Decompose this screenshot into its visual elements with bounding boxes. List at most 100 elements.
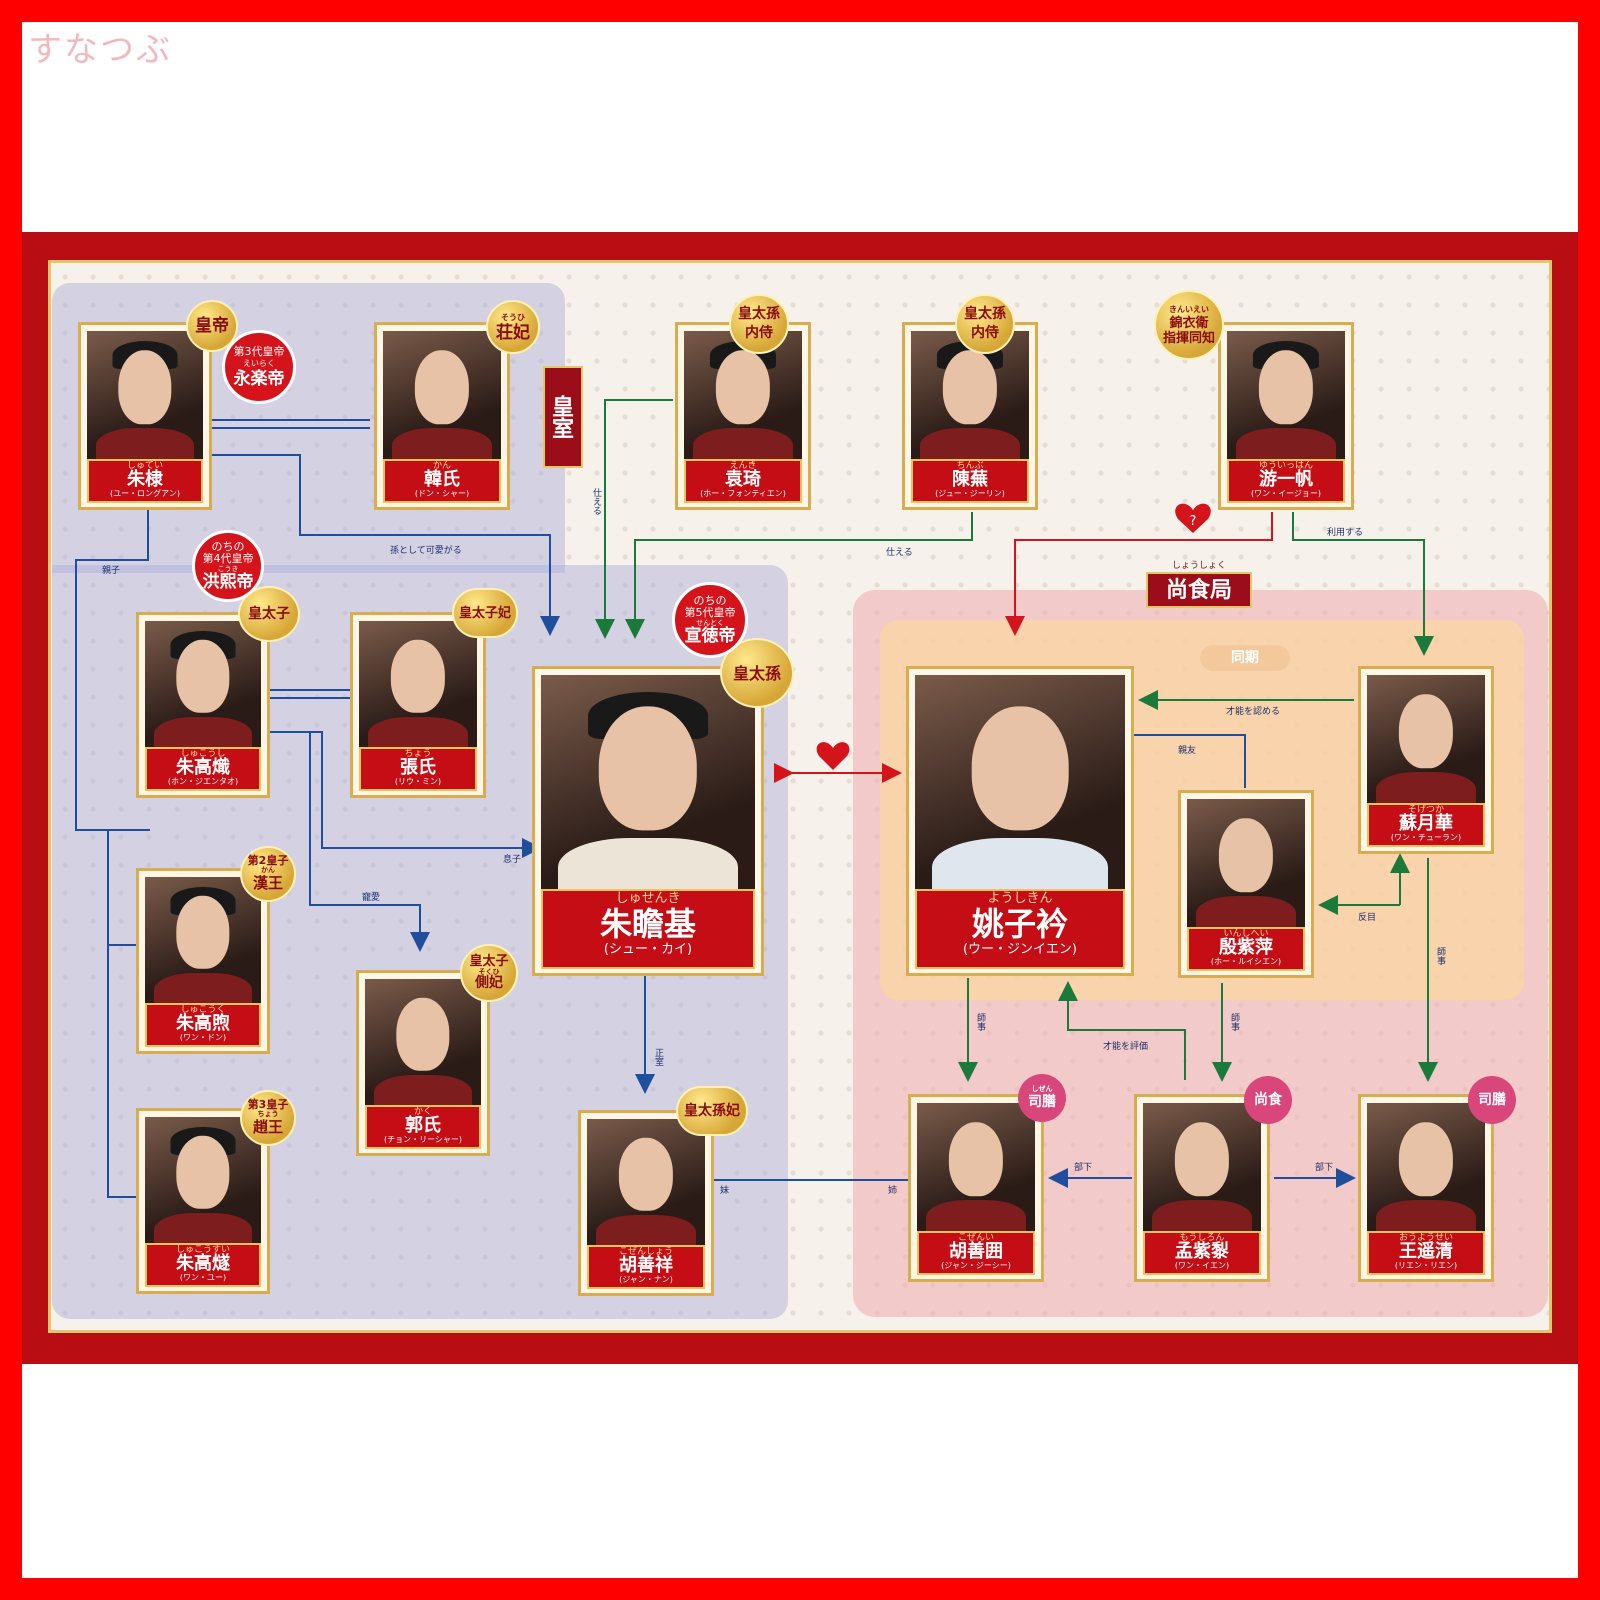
note-zhugaochi: のちの 第4代皇帝 こうき 洪熙帝 [192, 530, 264, 602]
label-shiji3: 師事 [1435, 947, 1445, 965]
imperial-section-tag: 皇室 [543, 366, 583, 468]
nameplate-zhugaoxu: しゅこうく 朱高煦 (ワン・ドン) [145, 1003, 261, 1047]
name-suyuehua: 蘇月華 [1399, 813, 1453, 834]
same-period-tag: 同期 [1200, 645, 1290, 671]
nameplate-zhangshi: ちょう 張氏 (リウ・ミン) [359, 747, 477, 791]
ruby-zhudi: しゅてい [126, 461, 163, 471]
card-zhugaochi: しゅこうし 朱高熾 (ホン・ジエンタオ) [136, 612, 270, 798]
label-shiji2: 師事 [1229, 1013, 1239, 1031]
card-suyuehua: そげつか 蘇月華 (ワン・チューラン) [1358, 666, 1494, 854]
label-tsukaeru2: 仕える [886, 548, 913, 558]
card-guoshi: かく 郭氏 (チョン・リーシャー) [356, 970, 490, 1156]
label-seishitsu: 正室 [653, 1048, 663, 1066]
nameplate-hushanwei: こぜんい 胡善囲 (ジャン・ジーシー) [917, 1231, 1035, 1275]
nameplate-chenwu: ちんぶ 陳蕪 (ジュー・ジーリン) [911, 459, 1029, 503]
name-zhugaochi: 朱高熾 [176, 757, 230, 778]
nameplate-zhudi: しゅてい 朱棣 (ユー・ロングアン) [87, 459, 203, 503]
heart-icon [816, 742, 850, 770]
label-oyako: 親子 [102, 566, 121, 576]
actor-zhudi: (ユー・ロングアン) [110, 489, 180, 498]
name-youyifan: 游一帆 [1259, 469, 1313, 490]
card-yinziping: いんしへい 殷紫萍 (ホー・ルイシエン) [1178, 790, 1314, 978]
question-heart-icon: ? [1175, 503, 1211, 533]
card-chenwu: ちんぶ 陳蕪 (ジュー・ジーリン) [902, 322, 1038, 510]
nameplate-guoshi: かく 郭氏 (チョン・リーシャー) [365, 1105, 481, 1149]
card-zhuzhanji: しゅせんき 朱瞻基 (シュー・カイ) [532, 666, 764, 976]
card-hanshi: かん 韓氏 (ドン・シャー) [374, 322, 510, 510]
kitchen-section-header: しょうしょく 尚食局 [1146, 561, 1252, 610]
badge-zhugaoxu: 第2皇子 かん 漢王 [240, 846, 296, 902]
label-sainou-hyouka: 才能を評価 [1103, 1042, 1149, 1052]
name-zhugaoxu: 朱高煦 [176, 1013, 230, 1034]
label-buka2: 部下 [1315, 1163, 1334, 1173]
portrait-yinziping [1187, 799, 1305, 927]
portrait-zhugaosui [145, 1117, 261, 1243]
badge-mengziyao: 尚食 [1244, 1076, 1292, 1124]
label-buka1: 部下 [1074, 1163, 1093, 1173]
label-imouto: 妹 [720, 1186, 730, 1196]
card-zhugaoxu: しゅこうく 朱高煦 (ワン・ドン) [136, 868, 270, 1054]
card-zhugaosui: しゅこうすい 朱高燧 (ワン・ユー) [136, 1108, 270, 1294]
portrait-chenwu [911, 331, 1029, 459]
badge-hanshi: そうひ 荘妃 [486, 300, 540, 354]
portrait-youyifan [1227, 331, 1345, 459]
name-wangyaoqing: 王遥清 [1399, 1241, 1453, 1262]
name-guoshi: 郭氏 [405, 1115, 441, 1136]
portrait-yaoziling [915, 675, 1125, 889]
nameplate-mengziyao: もうしろん 孟紫㴝 (ワン・イエン) [1143, 1231, 1261, 1275]
portrait-guoshi [365, 979, 481, 1105]
portrait-zhugaoxu [145, 877, 261, 1003]
name-yinziping: 殷紫萍 [1219, 937, 1273, 958]
portrait-zhangshi [359, 621, 477, 747]
svg-text:?: ? [1190, 514, 1197, 529]
label-chouai: 寵愛 [362, 893, 381, 903]
badge-wangyaoqing: 司膳 [1468, 1076, 1516, 1124]
portrait-zhudi [87, 331, 203, 459]
badge-hushanwei: しぜん 司膳 [1018, 1074, 1066, 1122]
portrait-zhuzhanji [541, 675, 755, 889]
name-hushanwei: 胡善囲 [949, 1241, 1003, 1262]
nameplate-zhugaosui: しゅこうすい 朱高燧 (ワン・ユー) [145, 1243, 261, 1287]
label-riyou: 利用する [1327, 528, 1364, 538]
portrait-hushanwei [917, 1103, 1035, 1231]
portrait-zhugaochi [145, 621, 261, 747]
card-hushanxiang: こぜんしょう 胡善祥 (ジャン・ナン) [578, 1110, 714, 1296]
name-chenwu: 陳蕪 [952, 469, 988, 490]
label-hanmoku: 反目 [1358, 913, 1377, 923]
card-yuanqi: えんき 袁琦 (ホー・フォンティエン) [675, 322, 811, 510]
label-shiji1: 師事 [975, 1013, 985, 1031]
note-zhuzhanji: のちの 第5代皇帝 せんとく 宣徳帝 [672, 582, 748, 658]
name-mengziyao: 孟紫㴝 [1175, 1241, 1229, 1262]
badge-zhugaosui: 第3皇子 ちょう 趙王 [240, 1090, 296, 1146]
label-tsukaeru1: 仕える [591, 488, 601, 515]
card-youyifan: ゆういっはん 游一帆 (ワン・イージョー) [1218, 322, 1354, 510]
note-zhudi: 第3代皇帝 えいらく 永楽帝 [222, 330, 296, 404]
badge-chenwu: 皇太孫 内侍 [955, 294, 1015, 354]
portrait-wangyaoqing [1367, 1103, 1485, 1231]
kitchen-section-tag: 尚食局 [1146, 572, 1252, 608]
card-wangyaoqing: おうようせい 王遥清 (リエン・リエン) [1358, 1094, 1494, 1282]
nameplate-hushanxiang: こぜんしょう 胡善祥 (ジャン・ナン) [587, 1245, 705, 1289]
nameplate-yaoziling: ようしきん 姚子衿 (ウー・ジンイエン) [915, 889, 1125, 969]
badge-zhangshi: 皇太子妃 [452, 588, 518, 638]
name-zhugaosui: 朱高燧 [176, 1253, 230, 1274]
nameplate-wangyaoqing: おうようせい 王遥清 (リエン・リエン) [1367, 1231, 1485, 1275]
badge-youyifan: きんいえい 錦衣衛 指揮同知 [1154, 290, 1224, 360]
label-musuko: 息子 [503, 855, 522, 865]
portrait-mengziyao [1143, 1103, 1261, 1231]
name-yuanqi: 袁琦 [725, 469, 761, 490]
card-zhangshi: ちょう 張氏 (リウ・ミン) [350, 612, 486, 798]
card-zhudi: しゅてい 朱棣 (ユー・ロングアン) [78, 322, 212, 510]
name-zhuzhanji: 朱瞻基 [599, 905, 696, 943]
badge-yuanqi: 皇太孫 内侍 [729, 294, 789, 354]
nameplate-hanshi: かん 韓氏 (ドン・シャー) [383, 459, 501, 503]
nameplate-yinziping: いんしへい 殷紫萍 (ホー・ルイシエン) [1187, 927, 1305, 971]
nameplate-suyuehua: そげつか 蘇月華 (ワン・チューラン) [1367, 803, 1485, 847]
portrait-suyuehua [1367, 675, 1485, 803]
name-hushanxiang: 胡善祥 [619, 1255, 673, 1276]
label-shinyu: 親友 [1178, 746, 1197, 756]
portrait-yuanqi [684, 331, 802, 459]
name-zhudi: 朱棣 [127, 469, 163, 490]
nameplate-yuanqi: えんき 袁琦 (ホー・フォンティエン) [684, 459, 802, 503]
